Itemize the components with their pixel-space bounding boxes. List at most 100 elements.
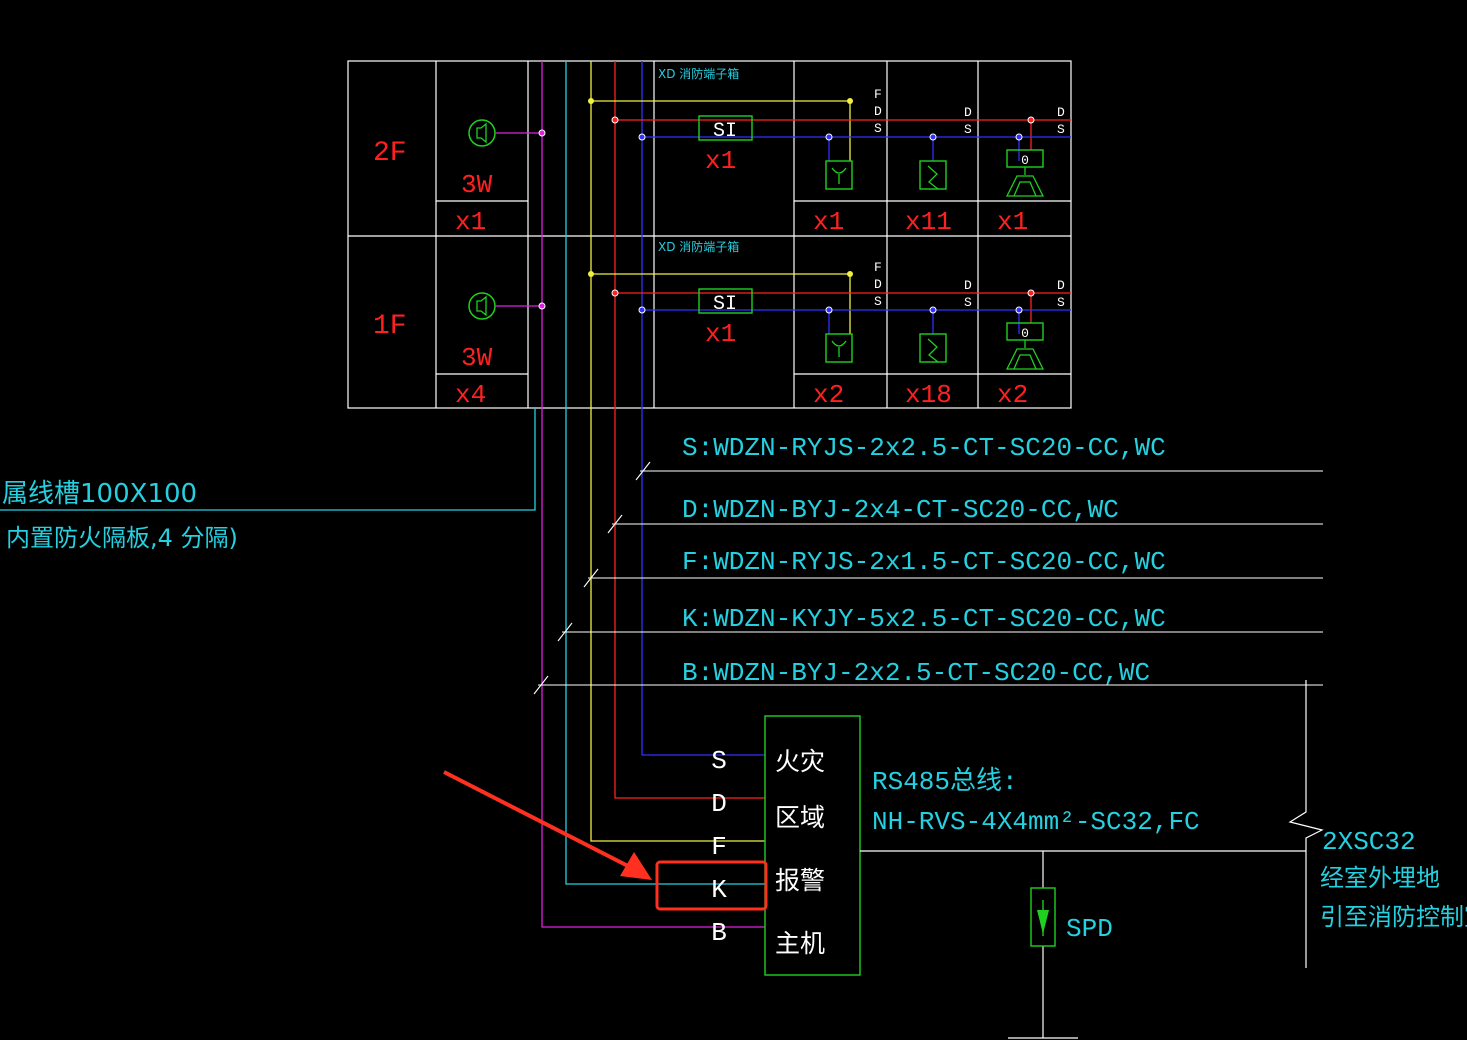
terminal-k: K — [711, 875, 727, 905]
cable-label-s: S:WDZN-RYJS-2x2.5-CT-SC20-CC,WC — [682, 433, 1166, 463]
floor-label-2f: 2F — [373, 138, 407, 169]
short-circuit-isolator — [698, 288, 753, 314]
terminal-s: S — [711, 746, 727, 776]
terminal-box-label-2f: XD 消防端子箱 — [658, 66, 739, 81]
isolator-count-1f: x1 — [705, 319, 736, 349]
wire-letter: S — [874, 121, 882, 136]
panel-name-1: 火灾 — [775, 747, 825, 776]
cable-labels: S:WDZN-RYJS-2x2.5-CT-SC20-CC,WC D:WDZN-B… — [682, 433, 1166, 688]
smoke-count-1f: x18 — [905, 380, 952, 410]
node-dot — [929, 133, 937, 141]
trunk-note-line1: 属线槽100X100 — [2, 479, 197, 509]
wire-letter: S — [964, 122, 972, 137]
node-dot — [538, 129, 546, 137]
wire-letter: S — [964, 295, 972, 310]
speaker-count-1f: x4 — [455, 380, 486, 410]
isolator-count-2f: x1 — [705, 146, 736, 176]
wire-letter: D — [1057, 278, 1065, 293]
cable-label-f: F:WDZN-RYJS-2x1.5-CT-SC20-CC,WC — [682, 547, 1166, 577]
speaker-cone — [476, 122, 487, 144]
node-dot — [825, 133, 833, 141]
terminal-box-label-1f: XD 消防端子箱 — [658, 239, 739, 254]
wire-letter: D — [1057, 105, 1065, 120]
wire-letter: S — [1057, 295, 1065, 310]
floor-table — [347, 60, 1072, 409]
speaker-icon — [468, 119, 496, 147]
node-dot — [929, 306, 937, 314]
node-dot — [847, 98, 853, 104]
spd-device — [1030, 887, 1056, 947]
speaker-power-1f: 3W — [461, 343, 493, 373]
bus-label-line2: NH-RVS-4X4mm²-SC32,FC — [872, 807, 1200, 837]
wire-letter: S — [1057, 122, 1065, 137]
node-dot — [1027, 289, 1035, 297]
sounder-icon — [1005, 340, 1045, 370]
short-circuit-isolator — [698, 115, 753, 141]
module-count-2f: x1 — [997, 207, 1028, 237]
wire-letter: D — [964, 278, 972, 293]
node-dot — [1015, 133, 1023, 141]
outdoor-line2: 经室外埋地 — [1320, 864, 1440, 892]
smoke-detector-icon — [919, 160, 947, 190]
spd-label: SPD — [1066, 914, 1113, 944]
wire-letter: D — [874, 277, 882, 292]
module-count-1f: x2 — [997, 380, 1028, 410]
speaker-cone — [476, 295, 487, 317]
speaker-power-2f: 3W — [461, 170, 493, 200]
node-dot — [847, 271, 853, 277]
terminal-d: D — [711, 789, 727, 819]
node-dot — [638, 133, 646, 141]
floor-label-1f: 1F — [373, 311, 407, 342]
module-label-2f: 0 — [1021, 153, 1029, 168]
pointer-arrow-head — [620, 852, 652, 880]
sounder-icon — [1005, 167, 1045, 197]
wire-letter: F — [874, 87, 882, 102]
node-dot — [825, 306, 833, 314]
node-dot — [611, 116, 619, 124]
manual-count-2f: x1 — [813, 207, 844, 237]
manual-count-1f: x2 — [813, 380, 844, 410]
trunk-note-line2: 内置防火隔板,4 分隔) — [6, 524, 238, 552]
panel-name-4: 主机 — [775, 929, 825, 958]
bus-wiring — [860, 680, 1324, 1039]
manual-call-point-icon — [825, 333, 853, 363]
isolator-label-2f: SI — [713, 120, 737, 143]
smoke-detector-icon — [919, 333, 947, 363]
speaker-count-2f: x1 — [455, 207, 486, 237]
speaker-icon — [468, 292, 496, 320]
cable-label-k: K:WDZN-KYJY-5x2.5-CT-SC20-CC,WC — [682, 604, 1166, 634]
terminal-b: B — [711, 918, 727, 948]
cable-label-d: D:WDZN-BYJ-2x4-CT-SC20-CC,WC — [682, 495, 1119, 525]
node-dot — [1027, 116, 1035, 124]
isolator-label-1f: SI — [713, 293, 737, 316]
alarm-panel: S D F K B 火灾 区域 报警 主机 — [711, 715, 861, 976]
terminal-f: F — [711, 832, 727, 862]
node-dot — [588, 271, 594, 277]
node-dot — [588, 98, 594, 104]
module-label-1f: 0 — [1021, 326, 1029, 341]
riser-wires — [0, 61, 765, 928]
node-dot — [538, 302, 546, 310]
node-dot — [638, 306, 646, 314]
highlight-box — [655, 860, 768, 911]
node-dot — [611, 289, 619, 297]
manual-call-point-icon — [825, 160, 853, 190]
node-dot — [1015, 306, 1023, 314]
panel-name-2: 区域 — [775, 803, 825, 832]
wire-letter: D — [874, 104, 882, 119]
smoke-count-2f: x11 — [905, 207, 952, 237]
highlight-annotation — [443, 770, 768, 911]
cable-callouts — [533, 461, 1323, 695]
wire-letter: F — [874, 260, 882, 275]
panel-name-3: 报警 — [775, 866, 825, 895]
pointer-arrow — [443, 770, 629, 868]
wire-letter: D — [964, 105, 972, 120]
wire-letter: S — [874, 294, 882, 309]
outdoor-line1: 2XSC32 — [1322, 827, 1416, 857]
outdoor-line3: 引至消防控制室 — [1320, 903, 1467, 931]
cable-label-b: B:WDZN-BYJ-2x2.5-CT-SC20-CC,WC — [682, 658, 1150, 688]
bus-label-line1: RS485总线: — [872, 766, 1018, 797]
